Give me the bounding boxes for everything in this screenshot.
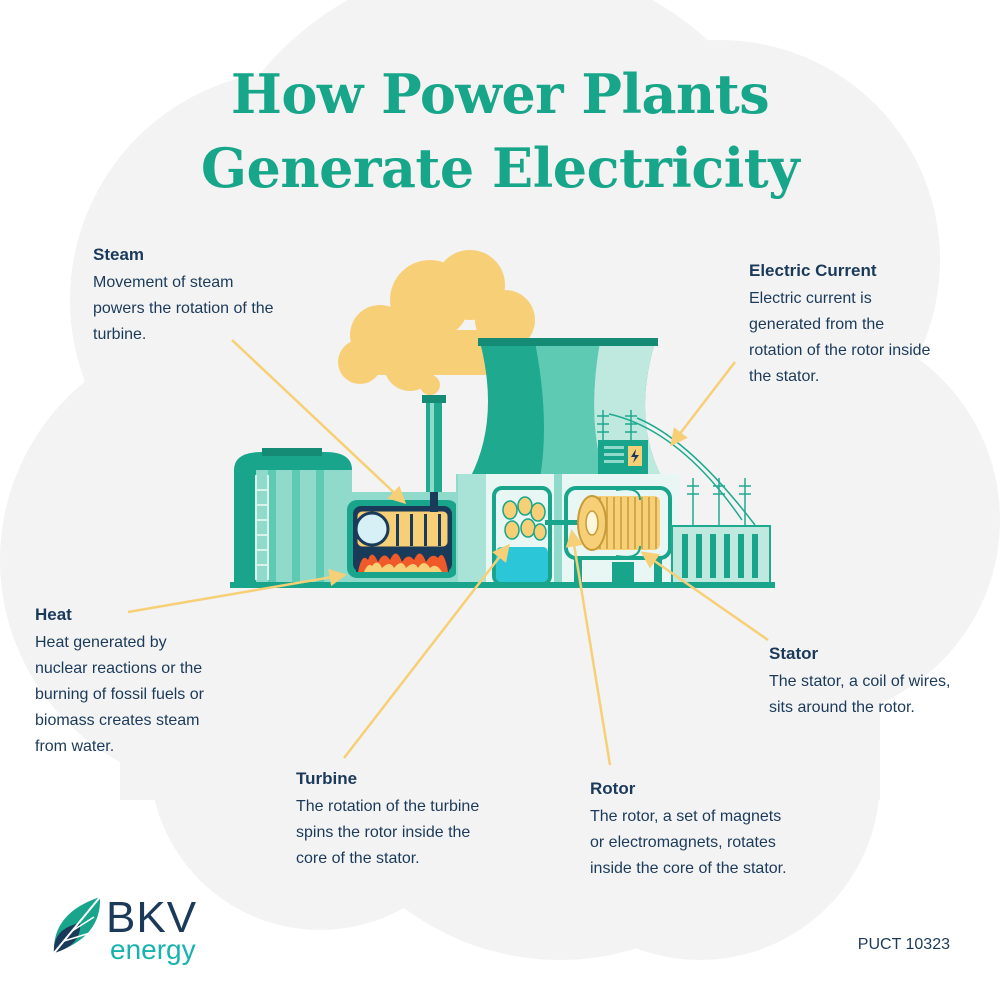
stator-heading: Stator bbox=[769, 644, 819, 663]
stator-label: Stator The stator, a coil of wires, sits… bbox=[769, 643, 994, 721]
steam-description-line-3: turbine. bbox=[93, 326, 147, 343]
steam-arrow bbox=[231, 339, 407, 504]
heat-arrow bbox=[127, 568, 347, 614]
electric-current-description-line-2: generated from the bbox=[749, 316, 885, 333]
power-pylons bbox=[597, 410, 756, 526]
license-number: PUCT 10323 bbox=[857, 936, 950, 953]
heat-heading: Heat bbox=[35, 605, 72, 624]
steam-description-line-2: powers the rotation of the bbox=[93, 300, 274, 317]
stator-coil bbox=[577, 495, 660, 551]
steam-label: Steam Movement of steam powers the rotat… bbox=[93, 244, 323, 348]
heat-description-line-5: from water. bbox=[35, 738, 115, 755]
electric-current-description-line-3: rotation of the rotor inside bbox=[749, 342, 931, 359]
turbine-description-line-3: core of the stator. bbox=[296, 850, 420, 867]
stator-description-line-1: The stator, a coil of wires, bbox=[769, 673, 951, 690]
chimney bbox=[422, 395, 446, 520]
rotor-heading: Rotor bbox=[590, 779, 636, 798]
rotor-arrow bbox=[565, 529, 612, 766]
turbine-description-line-2: spins the rotor inside the bbox=[296, 824, 471, 841]
turbine-heading: Turbine bbox=[296, 769, 358, 788]
turbine-description-line-1: The rotation of the turbine bbox=[296, 798, 480, 815]
heat-description-line-2: nuclear reactions or the bbox=[35, 660, 203, 677]
electric-current-arrow bbox=[670, 361, 736, 447]
turbine-blades bbox=[502, 496, 547, 541]
electric-current-heading: Electric Current bbox=[749, 261, 877, 280]
rotor-description-line-1: The rotor, a set of magnets bbox=[590, 808, 782, 825]
transformer bbox=[671, 525, 771, 587]
smoke-cloud bbox=[338, 250, 535, 395]
steam-heading: Steam bbox=[93, 245, 145, 264]
silo-building bbox=[234, 448, 352, 585]
control-box bbox=[598, 440, 648, 474]
brand-subtitle: energy bbox=[110, 934, 196, 965]
heat-description-line-4: biomass creates steam bbox=[35, 712, 200, 729]
title-line-2: Generate Electricity bbox=[200, 136, 800, 200]
turbine-label: Turbine The rotation of the turbine spin… bbox=[296, 768, 536, 872]
stator-arrow bbox=[640, 551, 769, 642]
rotor-label: Rotor The rotor, a set of magnets or ele… bbox=[590, 778, 840, 882]
electric-current-description-line-1: Electric current is bbox=[749, 290, 872, 307]
heat-description-line-1: Heat generated by bbox=[35, 634, 167, 651]
rotor-description-line-3: inside the core of the stator. bbox=[590, 860, 787, 877]
brand-logo: BKV energy bbox=[50, 893, 290, 973]
title-line-1: How Power Plants bbox=[230, 62, 770, 126]
stator-description-line-2: sits around the rotor. bbox=[769, 699, 915, 716]
fire bbox=[356, 552, 449, 572]
turbine-arrow bbox=[343, 543, 510, 759]
rotor-description-line-2: or electromagnets, rotates bbox=[590, 834, 776, 851]
electric-current-description-line-4: the stator. bbox=[749, 368, 820, 385]
brand-name: BKV bbox=[106, 893, 198, 942]
steam-description-line-1: Movement of steam bbox=[93, 274, 234, 291]
electric-current-label: Electric Current Electric current is gen… bbox=[749, 260, 979, 390]
leaf-icon bbox=[53, 896, 101, 954]
heat-description-line-3: burning of fossil fuels or bbox=[35, 686, 204, 703]
heat-label: Heat Heat generated by nuclear reactions… bbox=[35, 604, 265, 760]
